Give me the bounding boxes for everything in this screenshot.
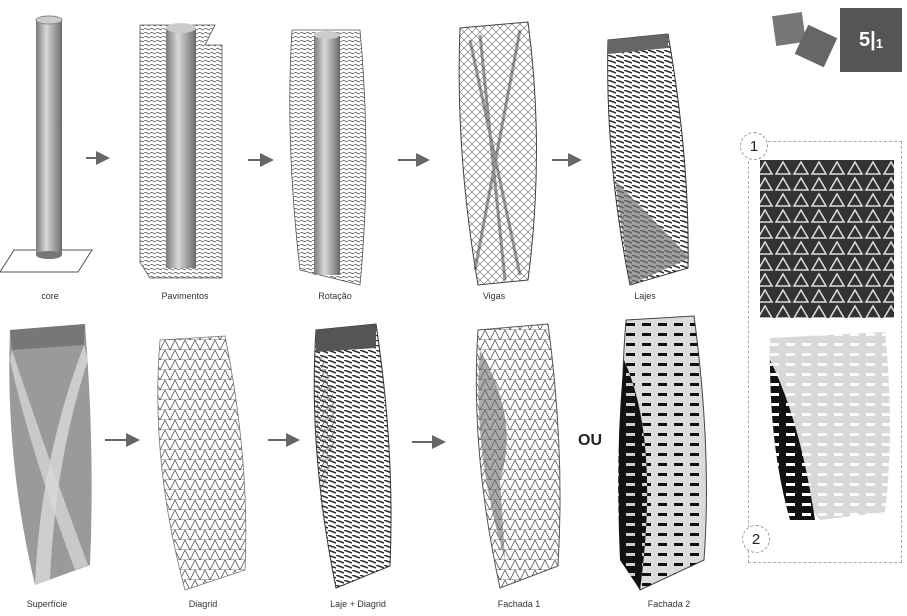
slab-diagrid-figure [314, 324, 391, 588]
label-facade1: Fachada 1 [464, 599, 574, 609]
core-figure [0, 16, 92, 272]
facade2-figure [618, 316, 706, 590]
chapter-badge: 5|1 [840, 8, 902, 72]
badge-sub: 1 [876, 36, 883, 51]
label-core: core [0, 291, 105, 301]
label-beams: Vigas [439, 291, 549, 301]
facade1-figure [476, 324, 560, 588]
diagrid-figure [158, 336, 246, 590]
detail-panel [748, 141, 902, 563]
label-surface: Superfície [0, 599, 102, 609]
label-slabs: Lajes [590, 291, 700, 301]
slabs-figure [608, 34, 690, 285]
label-facade2: Fachada 2 [614, 599, 724, 609]
beams-figure [459, 22, 536, 285]
label-rotation: Rotação [280, 291, 390, 301]
floors-figure [140, 23, 222, 278]
label-slab-diagrid: Laje + Diagrid [303, 599, 413, 609]
label-diagrid: Diagrid [148, 599, 258, 609]
logo-squares [772, 12, 837, 67]
or-text: OU [578, 432, 602, 450]
surface-figure [9, 324, 91, 585]
label-floors: Pavimentos [130, 291, 240, 301]
badge-main: 5| [859, 29, 876, 52]
rotation-figure [290, 30, 366, 285]
detail-number-1: 1 [740, 132, 768, 160]
detail-number-2: 2 [742, 525, 770, 553]
